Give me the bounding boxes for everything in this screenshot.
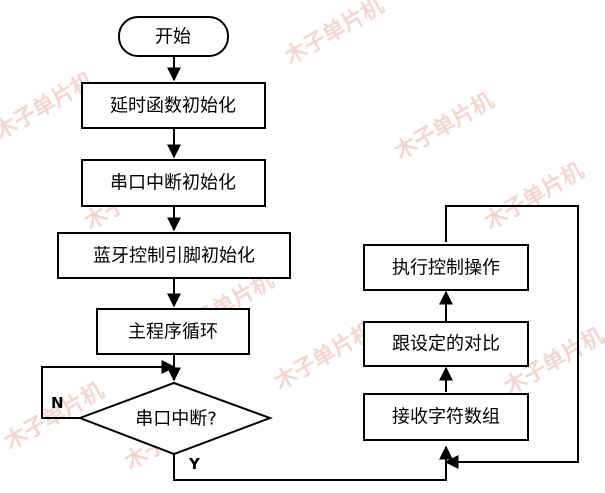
watermark-text: 木子单片机 <box>280 0 389 71</box>
edge-label-yes: Y <box>188 455 201 473</box>
edge-label-no: N <box>51 394 64 412</box>
node-execute-control <box>363 244 529 291</box>
node-delay-init <box>81 82 266 129</box>
node-compare-setting <box>363 321 529 367</box>
node-uart-int-decision <box>77 381 273 456</box>
connectors <box>41 56 579 481</box>
label-delay-init: 延时函数初始化 <box>110 96 236 117</box>
edge-decision-no-loop <box>41 360 176 419</box>
node-start <box>118 16 229 57</box>
watermark-text: 木子单片机 <box>270 319 379 396</box>
edge-labels: N Y <box>51 394 201 473</box>
node-bt-pin-init <box>57 232 291 279</box>
label-execute-control: 执行控制操作 <box>392 258 500 279</box>
label-uart-int-decision: 串口中断? <box>135 409 217 430</box>
label-receive-array: 接收字符数组 <box>392 407 500 428</box>
label-bt-pin-init: 蓝牙控制引脚初始化 <box>93 246 255 267</box>
node-main-loop <box>96 308 250 355</box>
watermark-text: 木子单片机 <box>480 159 589 236</box>
edge-decision-yes <box>173 445 453 481</box>
watermark-text: 木子单片机 <box>390 89 499 166</box>
node-receive-array <box>363 393 529 441</box>
nodes <box>57 16 529 456</box>
node-uart-int-init <box>81 159 266 207</box>
label-main-loop: 主程序循环 <box>128 322 218 343</box>
label-start: 开始 <box>155 27 191 48</box>
node-labels: 开始 延时函数初始化 串口中断初始化 蓝牙控制引脚初始化 主程序循环 串口中断?… <box>93 27 500 430</box>
label-compare-setting: 跟设定的对比 <box>392 334 500 355</box>
label-uart-int-init: 串口中断初始化 <box>110 173 236 194</box>
edge-execute-loop-back <box>444 205 579 469</box>
